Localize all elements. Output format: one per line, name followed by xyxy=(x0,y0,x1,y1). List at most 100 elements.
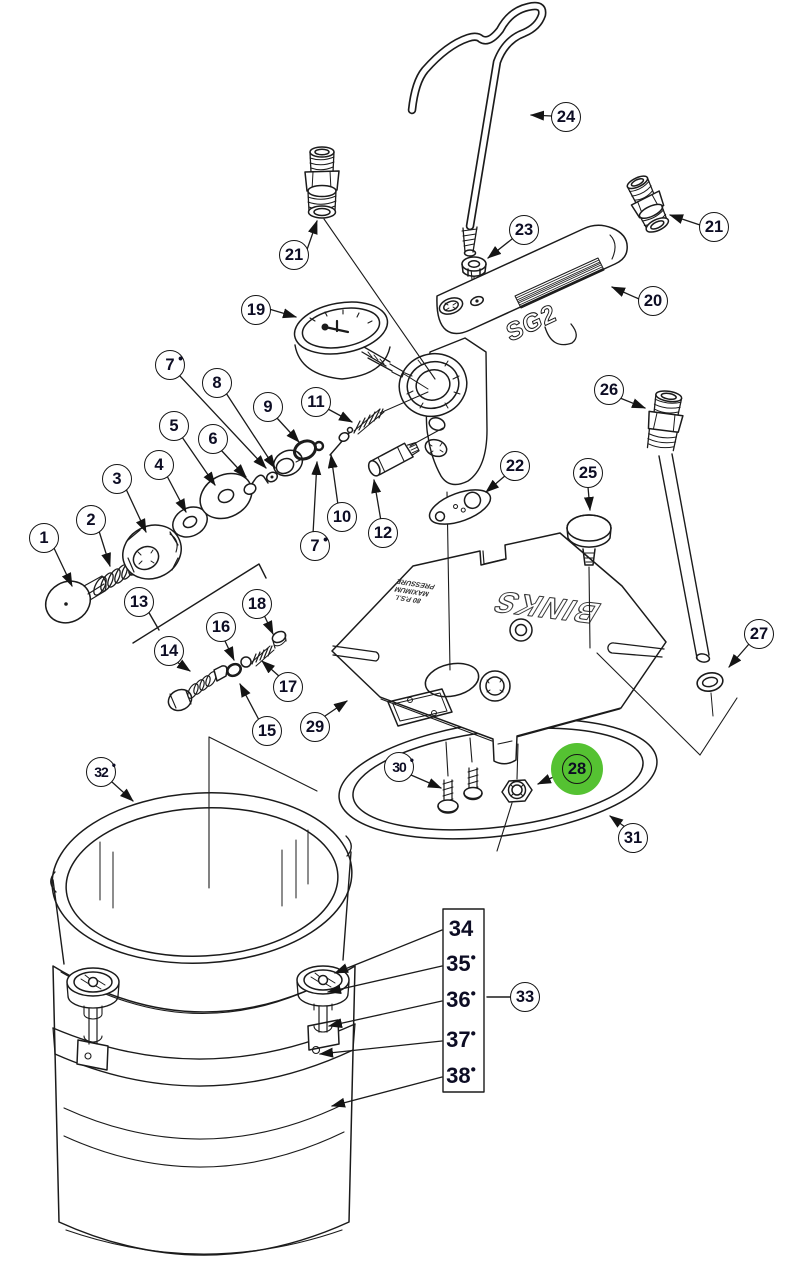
callout-number: 20 xyxy=(643,291,663,310)
callout-33[interactable]: 33 xyxy=(510,982,540,1012)
callout-number: 11 xyxy=(307,392,325,411)
callout-number: 8 xyxy=(212,373,222,392)
fluid-tube xyxy=(646,390,724,717)
callout-number: 38 xyxy=(446,1063,471,1088)
callout-number: 21 xyxy=(704,217,724,236)
callout-number: 30 xyxy=(392,759,407,775)
callout-5[interactable]: 5 xyxy=(159,411,189,441)
callout-number: 13 xyxy=(129,592,149,611)
callout-21b[interactable]: 21 xyxy=(699,212,729,242)
callout-19[interactable]: 19 xyxy=(241,295,271,325)
callout-14[interactable]: 14 xyxy=(154,636,184,666)
relief-valve-knob xyxy=(566,514,612,649)
callout-number: 19 xyxy=(246,300,266,319)
carry-handle xyxy=(407,1,547,292)
callout-number: 5 xyxy=(169,416,179,435)
callout-number: 21 xyxy=(284,245,304,264)
callout-35[interactable]: 35• xyxy=(446,951,476,977)
callout-36[interactable]: 36• xyxy=(446,987,476,1013)
callout-4[interactable]: 4 xyxy=(144,450,174,480)
pressure-gauge xyxy=(293,301,429,390)
callout-12[interactable]: 12 xyxy=(368,518,398,548)
callout-number: 34 xyxy=(448,916,474,941)
callout-7a[interactable]: 7• xyxy=(155,350,185,380)
callout-number: 25 xyxy=(578,463,598,482)
callout-number: 3 xyxy=(112,469,122,488)
callout-3[interactable]: 3 xyxy=(102,464,132,494)
callout-13[interactable]: 13 xyxy=(124,587,154,617)
bullet-dot: • xyxy=(323,531,328,547)
callout-18[interactable]: 18 xyxy=(242,589,272,619)
callout-number: 29 xyxy=(305,717,325,736)
bullet-dot: • xyxy=(470,1061,476,1079)
callout-22[interactable]: 22 xyxy=(500,451,530,481)
bullet-dot: • xyxy=(470,985,476,1003)
callout-11[interactable]: 11 xyxy=(301,387,331,417)
callout-number: 7 xyxy=(310,536,320,555)
alignment-lines xyxy=(208,652,738,889)
callout-number: 14 xyxy=(159,641,179,660)
callout-number: 12 xyxy=(373,523,393,542)
callout-27[interactable]: 27 xyxy=(744,619,774,649)
callout-number: 6 xyxy=(208,429,218,448)
callout-23[interactable]: 23 xyxy=(509,215,539,245)
callout-number: 18 xyxy=(247,594,267,613)
pressure-tank xyxy=(52,965,356,1256)
callout-number: 28 xyxy=(567,759,587,778)
callout-37[interactable]: 37• xyxy=(446,1027,476,1053)
tank-liner xyxy=(50,792,353,965)
callout-number: 23 xyxy=(514,220,534,239)
callout-1[interactable]: 1 xyxy=(29,523,59,553)
regulator-body: SG2 xyxy=(398,224,628,671)
callout-2[interactable]: 2 xyxy=(76,505,106,535)
bullet-dot: • xyxy=(178,350,183,366)
callout-number: 4 xyxy=(154,455,164,474)
callout-number: 2 xyxy=(86,510,96,529)
callout-17[interactable]: 17 xyxy=(273,672,303,702)
callout-15[interactable]: 15 xyxy=(252,716,282,746)
lid-warning-line1: 80 P.S.I. xyxy=(393,593,422,604)
callout-30[interactable]: 30• xyxy=(384,752,414,782)
callout-number: 24 xyxy=(556,107,576,126)
air-inlet-fitting-left xyxy=(304,146,436,380)
callout-number: 36 xyxy=(446,987,471,1012)
bullet-dot: • xyxy=(409,753,414,767)
callout-number: 26 xyxy=(599,380,619,399)
callout-26[interactable]: 26 xyxy=(594,375,624,405)
callout-number: 10 xyxy=(332,507,352,526)
callout-10[interactable]: 10 xyxy=(327,502,357,532)
callout-number: 27 xyxy=(749,624,769,643)
callout-7b[interactable]: 7• xyxy=(300,531,330,561)
callout-16[interactable]: 16 xyxy=(206,612,236,642)
bullet-dot: • xyxy=(111,758,116,772)
callout-38[interactable]: 38• xyxy=(446,1063,476,1089)
callout-34[interactable]: 34 xyxy=(449,916,473,942)
callout-number: 17 xyxy=(278,677,298,696)
callout-number: 7 xyxy=(165,355,175,374)
callout-number: 35 xyxy=(446,951,471,976)
callout-24[interactable]: 24 xyxy=(551,102,581,132)
callout-8[interactable]: 8 xyxy=(202,368,232,398)
callout-number: 16 xyxy=(211,617,231,636)
outlet-gasket xyxy=(428,489,492,525)
callout-9[interactable]: 9 xyxy=(253,392,283,422)
callout-number: 31 xyxy=(623,828,643,847)
callout-number: 32 xyxy=(94,764,109,780)
leader-lines xyxy=(52,110,750,1108)
callout-number: 9 xyxy=(263,397,273,416)
lid-screws-and-nut xyxy=(437,737,533,852)
air-inlet-fitting-right xyxy=(626,175,670,233)
group-brackets xyxy=(132,563,511,1093)
callout-number: 22 xyxy=(505,456,525,475)
callout-20[interactable]: 20 xyxy=(638,286,668,316)
callout-25[interactable]: 25 xyxy=(573,458,603,488)
callout-29[interactable]: 29 xyxy=(300,712,330,742)
callout-28[interactable]: 28 xyxy=(562,754,592,784)
callout-6[interactable]: 6 xyxy=(198,424,228,454)
callout-31[interactable]: 31 xyxy=(618,823,648,853)
callout-32[interactable]: 32• xyxy=(86,757,116,787)
callout-21a[interactable]: 21 xyxy=(279,240,309,270)
bullet-dot: • xyxy=(470,949,476,967)
